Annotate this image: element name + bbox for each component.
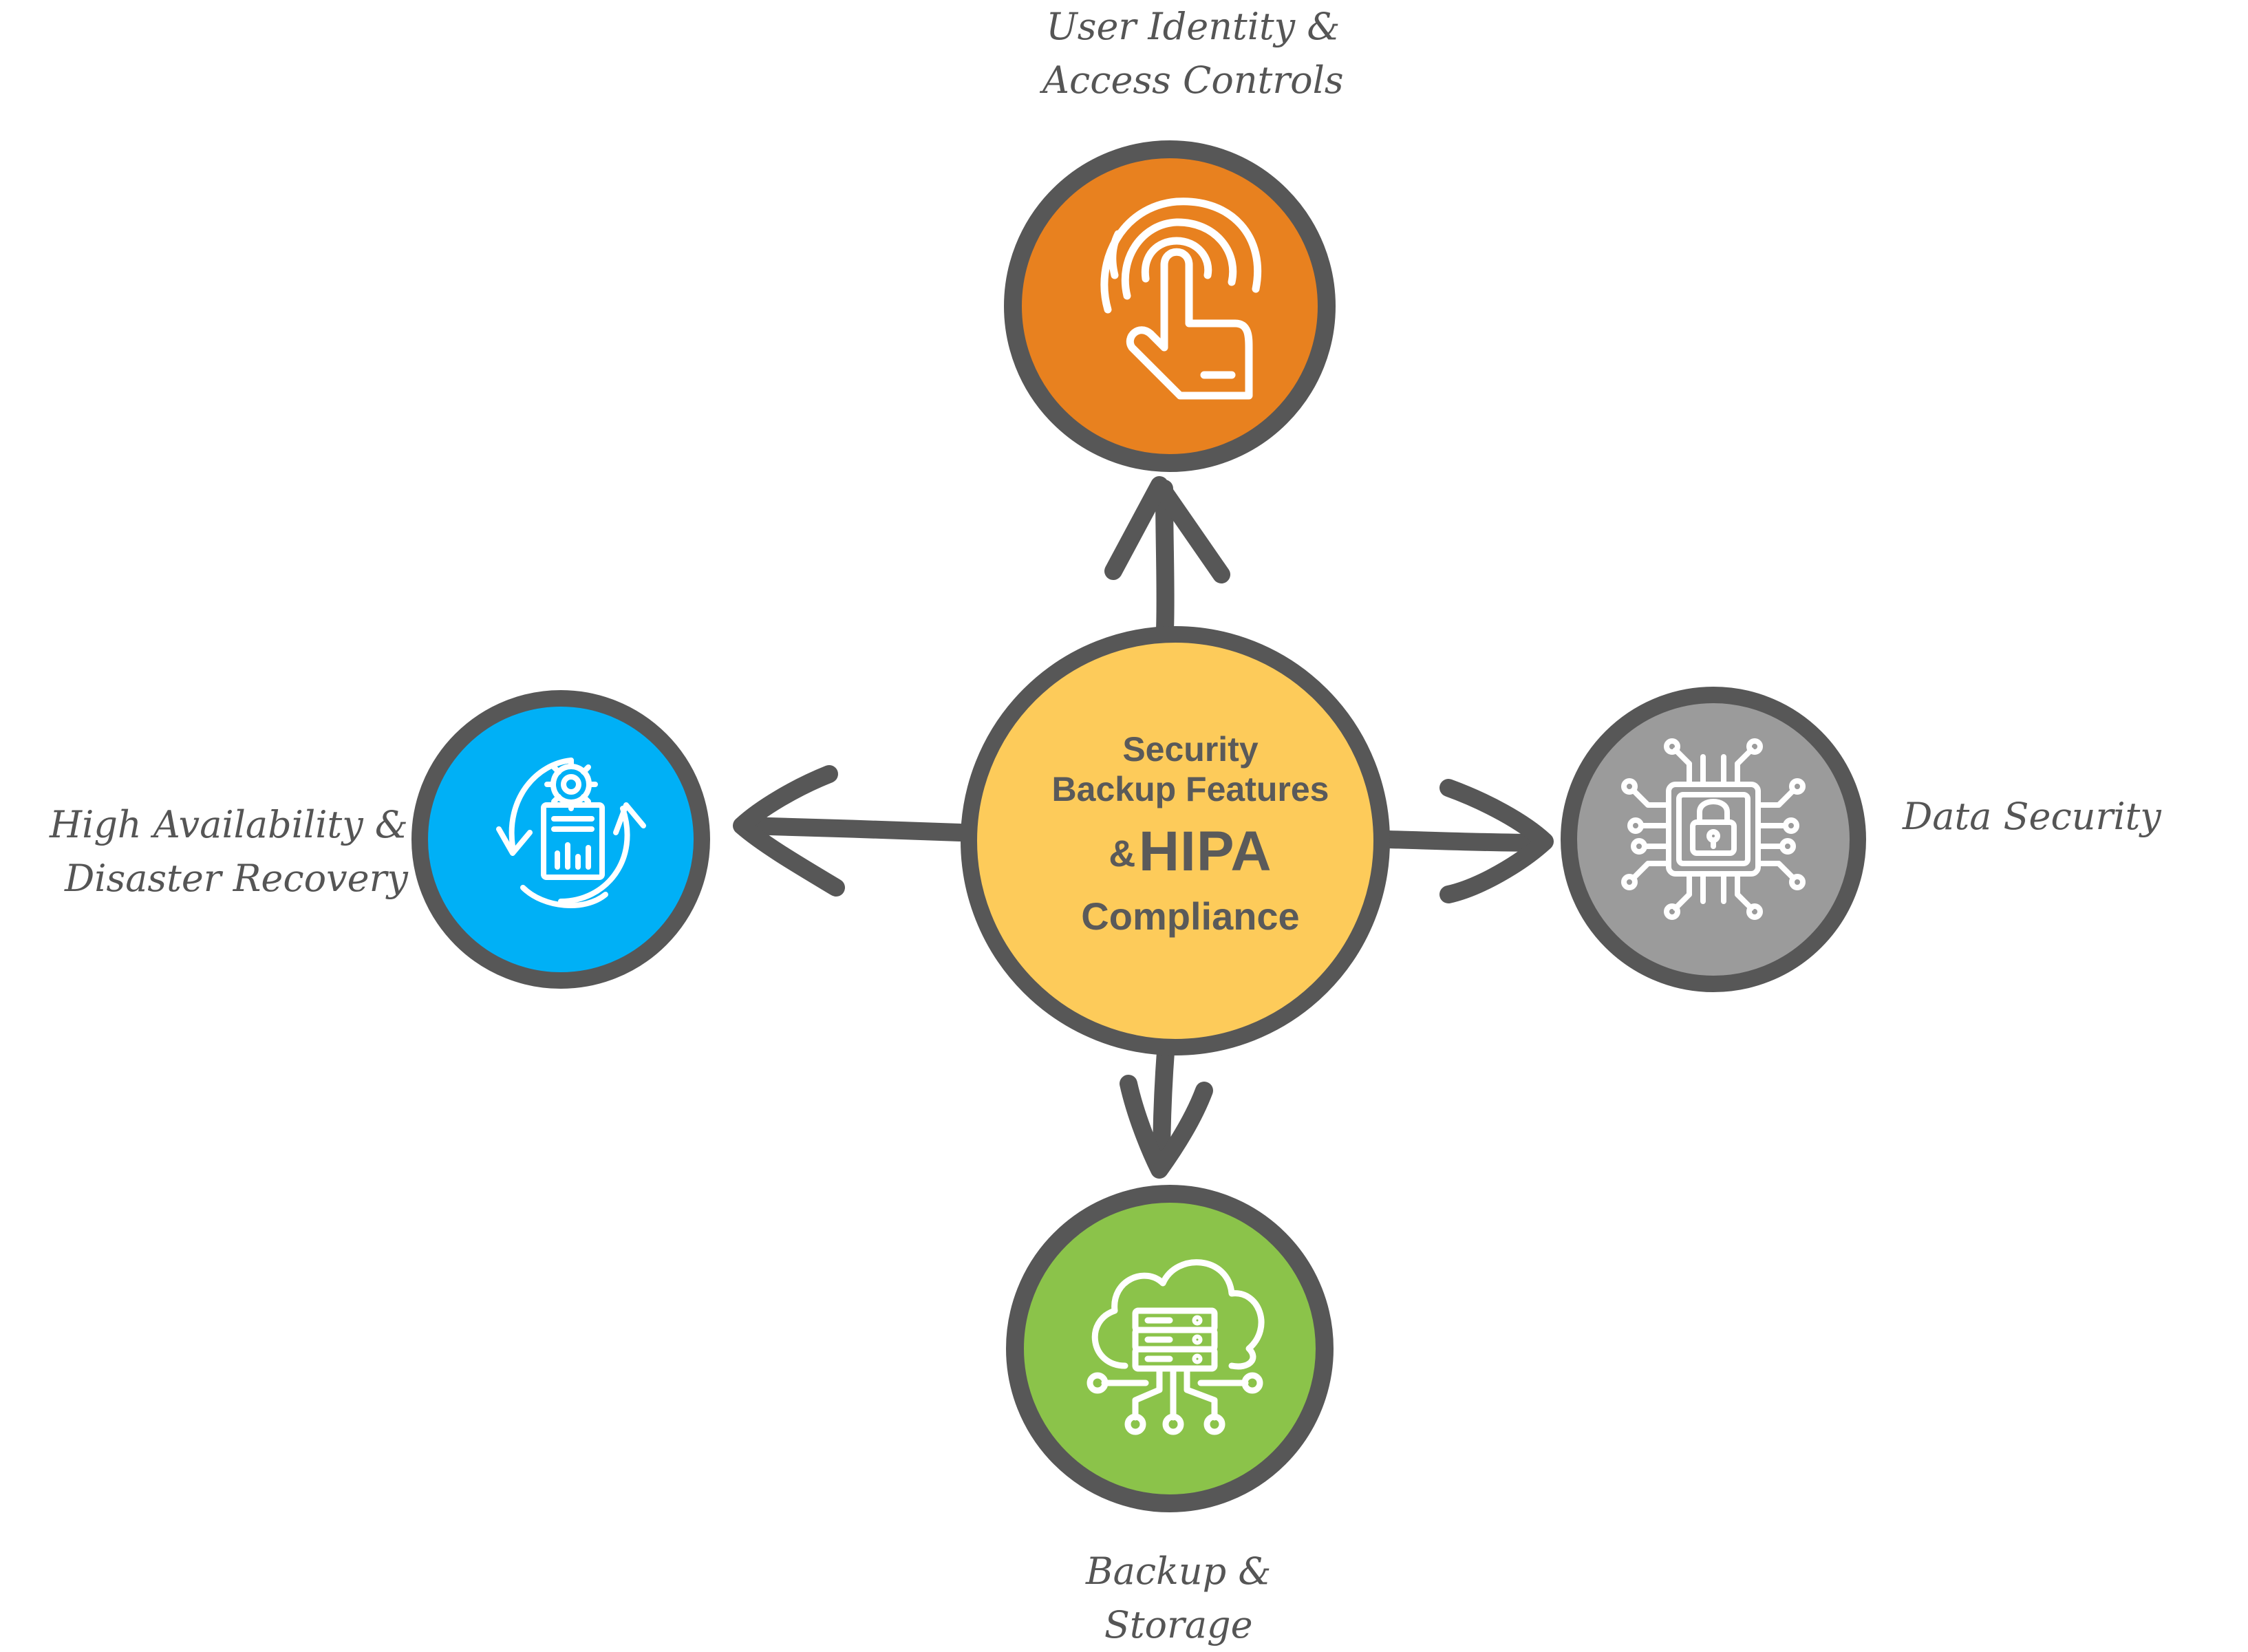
node-high-availability-circle [411,690,710,989]
label-user-identity-line1: User Identity & [1046,5,1340,48]
cloud-server-icon [1086,1259,1265,1435]
chip-lock-icon [1621,738,1806,920]
label-backup-storage-line2: Storage [1104,1603,1253,1646]
connector-top [1155,480,1175,639]
center-hub-text: Security Backup Features & HIPA Complian… [998,729,1383,938]
label-high-availability-line1: High Availability & [50,803,408,846]
label-backup-storage-line1: Backup & [1086,1549,1272,1593]
node-high-availability [411,690,710,989]
center-title-line2: Backup Features [1051,770,1329,808]
center-title-line1: Security [1122,730,1259,769]
node-user-identity-circle [1004,140,1336,472]
arrowhead-right [1439,779,1554,903]
node-user-identity [1004,140,1336,472]
arrowhead-left [733,765,845,897]
connector-bottom [1153,1033,1175,1172]
touch-fingerprint-icon [1100,197,1262,400]
center-hipa-line: & HIPA [998,824,1383,895]
label-user-identity-line2: Access Controls [1042,58,1344,102]
label-data-security: Data Security [1903,790,2161,844]
label-backup-storage: Backup & Storage [1086,1545,1271,1652]
label-data-security-line1: Data Security [1903,795,2161,838]
label-high-availability-line2: Disaster Recovery [64,857,408,900]
arrowhead-top [1104,476,1230,583]
node-backup-storage [1006,1185,1334,1512]
center-hub-circle [961,626,1390,1055]
center-title-line4: Compliance [1081,894,1300,938]
document-refresh-gear-icon [496,758,646,908]
label-user-identity: User Identity & Access Controls [1042,0,1344,107]
connector-right [1380,830,1547,852]
connector-left [738,817,969,841]
center-ampersand: & [1109,833,1136,875]
label-high-availability: High Availability & Disaster Recovery [50,798,408,905]
node-data-security [1561,687,1866,992]
arrowhead-bottom [1120,1075,1213,1179]
center-hipa: HIPA [1138,820,1272,883]
